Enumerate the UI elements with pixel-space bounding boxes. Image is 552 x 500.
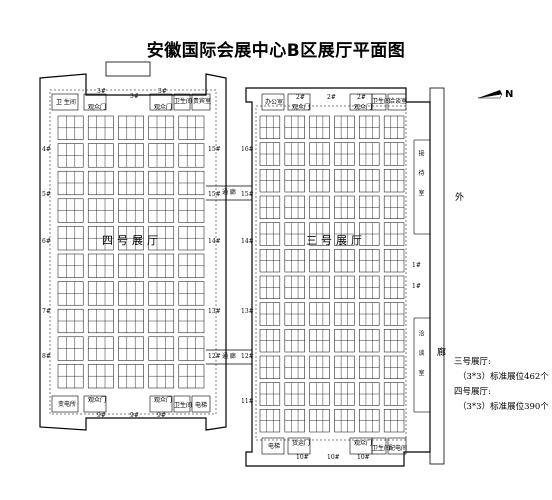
- legend-hall3-title: 三号展厅:: [454, 357, 491, 367]
- booths-hall4: [57, 115, 205, 389]
- h3-room-top-door-left: [287, 93, 311, 111]
- h4-room-top-r1-label: 卫生间: [174, 98, 193, 105]
- gate-h3-left-3: 14#: [241, 238, 254, 245]
- h4-room-bot-r2-label: 电梯: [195, 402, 208, 409]
- h4-room-top-left-label: 卫 生间: [56, 99, 76, 106]
- gate-h4-top-right: 3#: [158, 88, 167, 95]
- h3-side-room-lower: [413, 317, 431, 413]
- gate-h3-left-2: 15#: [241, 191, 254, 198]
- h4-room-bot-door-right-label: 观众门: [154, 397, 173, 404]
- h3-room-bot-door-left: [287, 437, 311, 455]
- gate-h4-bot-right: 9#: [157, 412, 166, 419]
- hall4-label: 四号展厅: [102, 234, 162, 247]
- h3-room-top-left: [261, 93, 285, 111]
- gate-h4-top-mid: 3#: [130, 93, 139, 100]
- gate-h4-top-left: 3#: [97, 88, 106, 95]
- gate-h4-left-2: 5#: [42, 191, 51, 198]
- gate-h3-right-2: 1#: [412, 283, 421, 290]
- h3-side-room-upper-label: 接 待 室: [417, 150, 424, 202]
- h4-room-bot-door-right: [149, 395, 173, 413]
- h3-room-top-left-label: 办公室: [265, 99, 284, 106]
- h4-room-bot-r1-label: 卫生间: [174, 402, 193, 409]
- h3-room-bot-r2: [387, 437, 407, 455]
- h3-room-top-door-left-label: 观众门: [292, 104, 311, 111]
- h3-room-bot-r1-label: 卫生间: [372, 445, 391, 452]
- h3-room-top-r1: [371, 93, 387, 111]
- gate-h4-right-5: 12#: [208, 353, 221, 360]
- h4-room-top-door-right-label: 观众门: [154, 104, 173, 111]
- h4-room-top-door-left-label: 观众门: [88, 104, 107, 111]
- hall4-top-annex: [105, 61, 151, 77]
- h4-room-bot-r2: [191, 395, 211, 413]
- h3-room-bot-r2-label: 配电间: [389, 445, 408, 452]
- corridor-lower-label: 通 廊: [222, 353, 236, 360]
- hall4-inner: [49, 89, 217, 415]
- gate-h4-right-3: 14#: [208, 238, 221, 245]
- h3-room-bot-r1: [371, 437, 387, 455]
- gate-h3-bot-left: 10#: [296, 454, 309, 461]
- h4-room-top-r2-label: 贵宾室: [193, 98, 212, 105]
- gate-h4-left-3: 6#: [42, 238, 51, 245]
- corridor-upper: [206, 185, 252, 201]
- hall4-outline: [39, 73, 227, 431]
- gate-h3-left-4: 13#: [241, 308, 254, 315]
- gate-h4-right-1: 15#: [208, 146, 221, 153]
- gate-h4-bot-left: 9#: [97, 412, 106, 419]
- page-title: 安徽国际会展中心B区展厅平面图: [146, 41, 406, 61]
- h3-side-room-upper: [413, 139, 431, 235]
- corridor-upper-label: 通 廊: [222, 189, 236, 196]
- gate-h3-bot-mid: 10#: [327, 454, 340, 461]
- gate-h3-right-1: 1#: [412, 262, 421, 269]
- h4-room-top-r2: [191, 93, 211, 111]
- outside-corridor-label-bottom: 廊: [437, 348, 447, 358]
- h3-room-top-door-right-label: 观众门: [354, 104, 373, 111]
- h4-room-top-r1: [173, 93, 191, 111]
- gate-h4-right-2: 15#: [208, 191, 221, 198]
- legend-hall4-title: 四号展厅:: [454, 387, 491, 397]
- h4-room-bot-door-left: [83, 395, 107, 413]
- hall3-label: 三号展厅: [306, 234, 366, 247]
- gate-h4-left-1: 4#: [42, 146, 51, 153]
- h4-room-bot-left: [51, 395, 79, 413]
- legend-hall4-desc: （3*3）标准展位390个: [458, 402, 549, 412]
- gate-h3-top-mid: 2#: [327, 94, 336, 101]
- gate-h3-left-5: 12#: [241, 353, 254, 360]
- outside-corridor-label-top: 外: [455, 193, 465, 203]
- gate-h3-top-right: 2#: [357, 94, 366, 101]
- h3-room-top-r2: [387, 93, 407, 111]
- booths-hall3: [259, 115, 405, 433]
- gate-h3-left-6: 11#: [241, 398, 254, 405]
- h4-room-top-door-left: [83, 93, 107, 111]
- gate-h3-top-left: 2#: [296, 94, 305, 101]
- north-arrow-icon: [477, 90, 503, 99]
- h3-room-bot-left-label: 电梯: [268, 443, 281, 450]
- gate-h4-bot-mid: 9#: [130, 412, 139, 419]
- h3-room-bot-left: [261, 437, 285, 455]
- outside-corridor: [429, 87, 445, 465]
- h3-room-bot-door-left-label: 货运门: [292, 440, 311, 447]
- h3-side-room-lower-label: 洽 谈 室: [417, 330, 424, 382]
- gate-h4-right-4: 13#: [208, 308, 221, 315]
- corridor-lower: [206, 349, 252, 365]
- h3-room-top-r1-label: 卫生间: [372, 98, 391, 105]
- h4-room-bot-left-label: 变电所: [58, 401, 77, 408]
- north-label: N: [505, 89, 514, 100]
- gate-h3-bot-right: 10#: [357, 454, 370, 461]
- h4-room-bot-door-left-label: 观众门: [88, 397, 107, 404]
- h4-room-top-door-right: [149, 93, 173, 111]
- gate-h3-left-1: 16#: [241, 146, 254, 153]
- h3-room-bot-door-right-label: 观众门: [354, 440, 373, 447]
- gate-h4-left-5: 8#: [42, 353, 51, 360]
- h4-room-bot-r1: [173, 395, 191, 413]
- gate-h4-left-4: 7#: [42, 308, 51, 315]
- h4-room-top-left: [51, 93, 79, 111]
- hall3-inner: [255, 105, 407, 441]
- legend-hall3-desc: （3*3）标准展位462个: [458, 372, 549, 382]
- h3-room-top-r2-label: 洽谈室: [389, 98, 408, 105]
